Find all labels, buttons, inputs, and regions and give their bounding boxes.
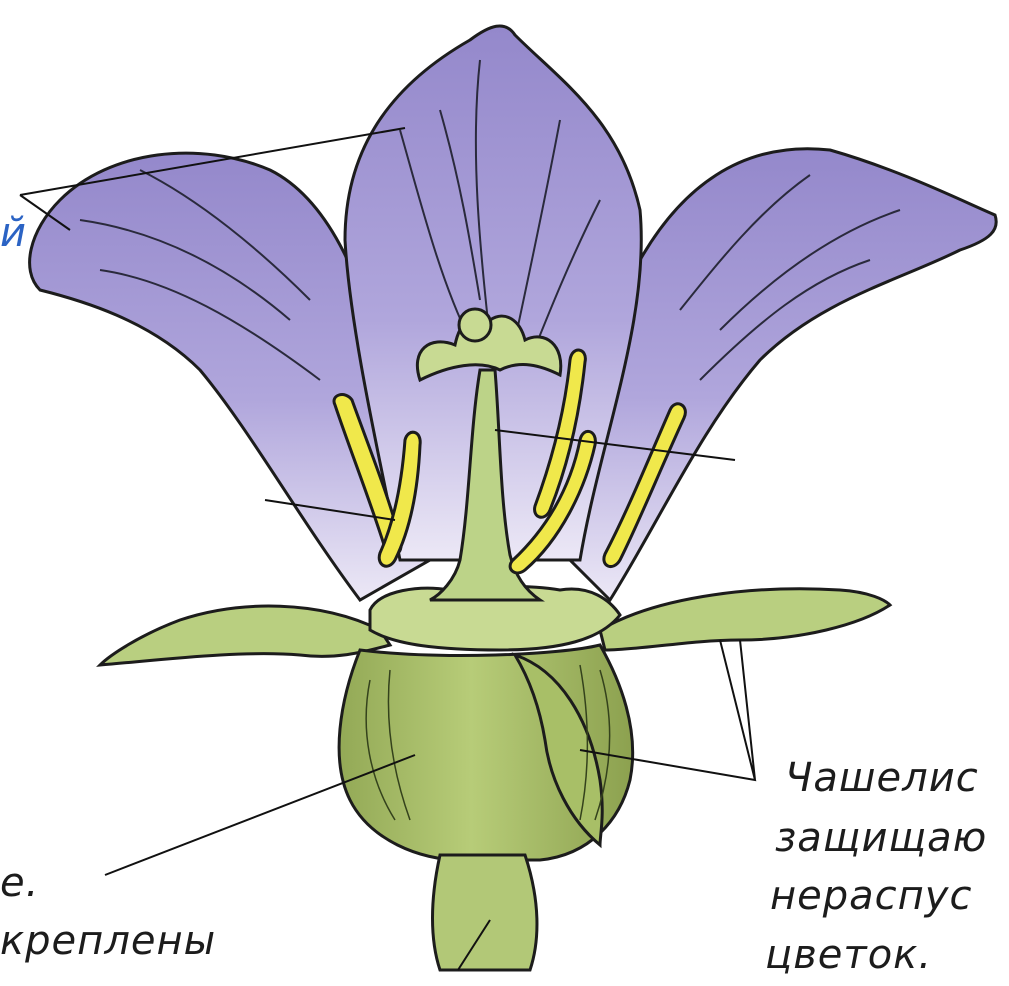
label-sepal-line3: нераспус <box>770 873 972 919</box>
stigma-tip <box>459 309 491 341</box>
left-sepal <box>100 606 390 665</box>
label-ovary-line2: креплены <box>0 918 216 964</box>
label-ovary-line1: е. <box>0 860 39 906</box>
label-sepal-line1: Чашелис <box>785 755 979 801</box>
corolla-petals <box>30 26 997 600</box>
right-sepal <box>600 589 890 650</box>
label-left-edge-fragment: й <box>0 210 26 256</box>
label-sepal-line2: защищаю <box>775 815 987 861</box>
label-sepal-line4: цветок. <box>765 932 932 978</box>
pedicel <box>433 855 537 970</box>
